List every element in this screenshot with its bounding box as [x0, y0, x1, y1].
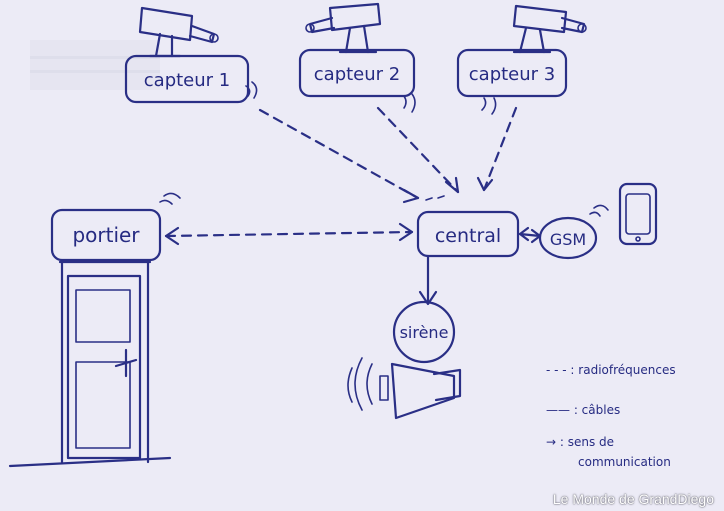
legend-cables: —— : câbles — [546, 403, 620, 417]
watermark: Le Monde de GrandDiego — [552, 491, 714, 507]
central-label: central — [435, 225, 501, 247]
arrow-capteur3-central — [476, 106, 518, 192]
portier-node: portier — [50, 192, 181, 262]
sirene-label: sirène — [400, 323, 449, 342]
portier-label: portier — [72, 223, 140, 247]
capteur-2-label: capteur 2 — [314, 64, 400, 85]
legend: - - - : radiofréquences —— : câbles → : … — [546, 363, 676, 469]
capteur-1-label: capteur 1 — [144, 70, 230, 91]
camera-icon-2 — [305, 2, 382, 54]
gsm-label: GSM — [550, 230, 586, 249]
legend-sens-line1: → : sens de — [546, 435, 614, 449]
siren-horn-icon — [347, 357, 462, 420]
central-node: central — [416, 210, 520, 258]
capteur-2-node: capteur 2 — [298, 48, 416, 113]
door-icon — [8, 260, 172, 468]
legend-sens-line2: communication — [578, 455, 671, 469]
legend-radio: - - - : radiofréquences — [546, 363, 676, 377]
capteur-3-node: capteur 3 — [456, 48, 568, 115]
central-signal-marks — [425, 195, 445, 201]
faded-print — [30, 40, 160, 90]
arrow-central-sirene — [418, 254, 438, 306]
capteur-3-label: capteur 3 — [469, 64, 555, 85]
arrow-portier-central — [164, 222, 414, 246]
sirene-node: sirène — [392, 300, 456, 364]
camera-icon-3 — [512, 4, 587, 54]
arrow-capteur1-central — [258, 108, 420, 204]
capteur-1-node: capteur 1 — [124, 54, 258, 104]
gsm-node: GSM — [518, 204, 609, 260]
gsm-signal-marks — [589, 204, 609, 217]
portier-signal-marks — [159, 192, 181, 205]
arrow-capteur2-central — [376, 106, 460, 194]
phone-icon — [618, 182, 658, 246]
